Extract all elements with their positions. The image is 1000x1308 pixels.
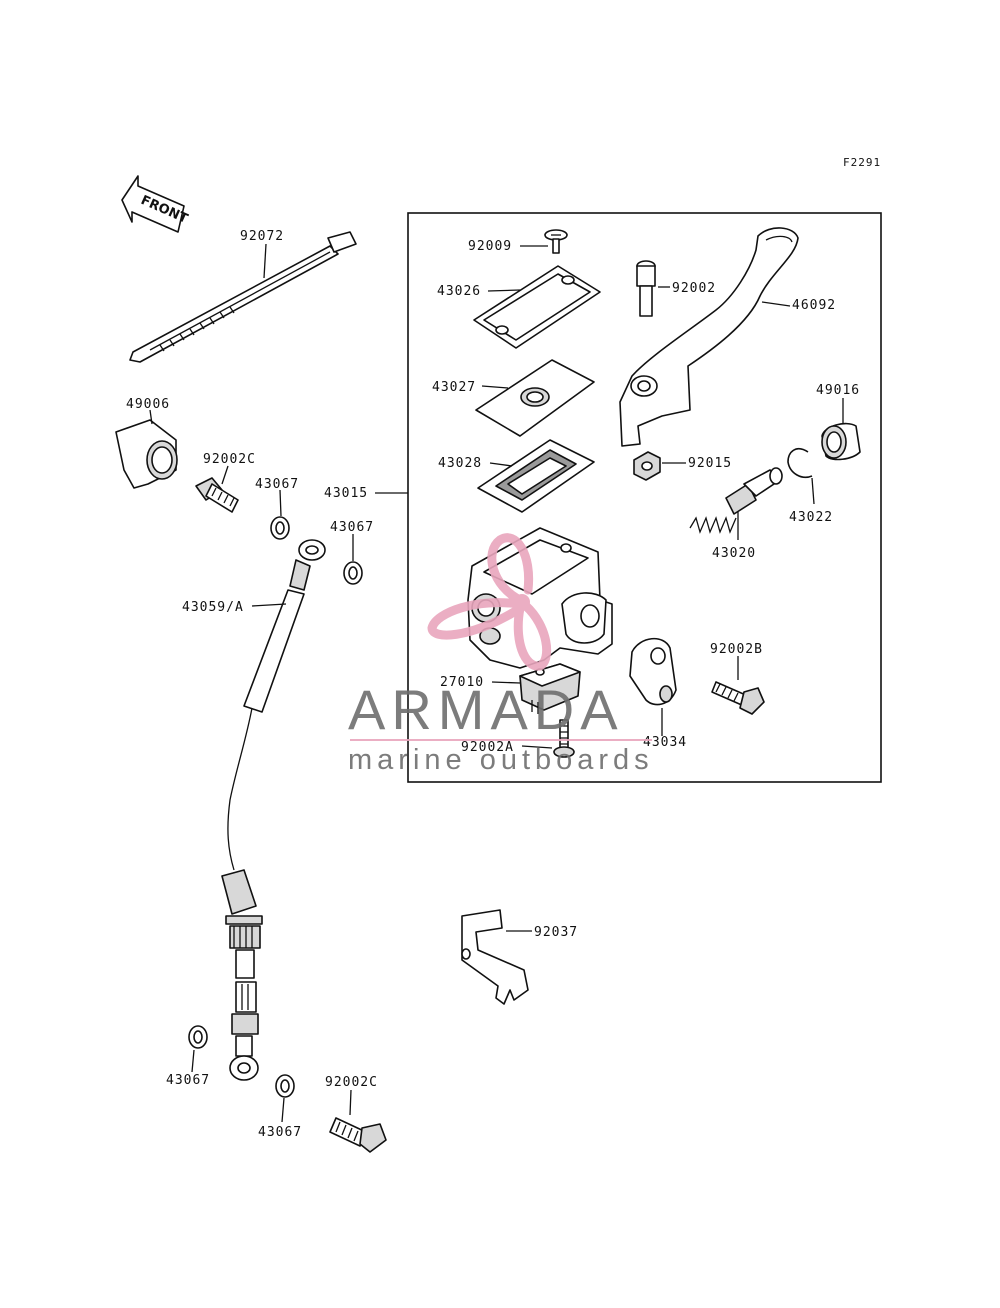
- watermark-tagline: marine outboards: [348, 744, 654, 776]
- screw-92009: 92009: [468, 229, 568, 254]
- label-43067-b: 43067: [330, 520, 374, 535]
- label-92002b: 92002B: [710, 642, 763, 657]
- label-43067-d: 43067: [258, 1125, 302, 1140]
- label-92037: 92037: [534, 925, 578, 940]
- label-43026: 43026: [437, 284, 481, 299]
- clamp-43034: 43034: [629, 637, 687, 750]
- label-92002c-bottom: 92002C: [325, 1075, 378, 1090]
- screw-92002a: 92002A: [461, 719, 575, 758]
- label-43022: 43022: [789, 510, 833, 525]
- label-43027: 43027: [432, 380, 476, 395]
- brake-lever-46092: 46092: [619, 227, 836, 447]
- washer-43067-d: 43067: [258, 1074, 302, 1140]
- label-92002a: 92002A: [461, 740, 514, 755]
- nut-92015: 92015: [633, 451, 732, 481]
- banjo-bolt-92002c-bottom: 92002C: [325, 1075, 387, 1153]
- propeller-logo-icon: [427, 533, 552, 671]
- label-43059a: 43059/A: [182, 600, 244, 615]
- watermark-brand: ARMADA: [348, 678, 624, 741]
- banjo-bolt-92002c-top: 92002C: [195, 452, 256, 513]
- label-43015: 43015: [324, 486, 368, 501]
- front-arrow-icon: FRONT: [121, 175, 190, 233]
- washer-43067-a: 43067: [255, 477, 299, 540]
- boot-49006: 49006: [115, 397, 178, 489]
- washer-43067-b: 43067: [330, 520, 374, 585]
- piston-kit-43020: 43020: [689, 467, 783, 561]
- label-92072: 92072: [240, 229, 284, 244]
- pivot-bolt-92002: 92002: [636, 260, 716, 317]
- clamp-bolt-92002b: 92002B: [710, 642, 765, 715]
- label-92015: 92015: [688, 456, 732, 471]
- cable-tie-92072: 92072: [129, 229, 357, 363]
- dust-boot-49016: 49016: [816, 383, 861, 461]
- diaphragm-plate-43027: 43027: [432, 359, 595, 437]
- label-43020: 43020: [712, 546, 756, 561]
- diagram-ref-code: F2291: [843, 156, 881, 169]
- diaphragm-43028: 43028: [438, 439, 595, 513]
- label-43034: 43034: [643, 735, 687, 750]
- hose-clamp-92037: 92037: [461, 909, 578, 1005]
- label-92002: 92002: [672, 281, 716, 296]
- label-46092: 46092: [792, 298, 836, 313]
- circlip-43022: 43022: [787, 447, 833, 525]
- label-49016: 49016: [816, 383, 860, 398]
- label-49006: 49006: [126, 397, 170, 412]
- label-43028: 43028: [438, 456, 482, 471]
- armada-watermark: ARMADA marine outboards: [348, 533, 654, 776]
- label-43067-a: 43067: [255, 477, 299, 492]
- brake-switch-27010: 27010: [440, 663, 581, 714]
- washer-43067-c: 43067: [166, 1025, 210, 1088]
- label-92002c-top: 92002C: [203, 452, 256, 467]
- label-27010: 27010: [440, 675, 484, 690]
- label-92009: 92009: [468, 239, 512, 254]
- reservoir-cap-43026: 43026: [437, 265, 601, 349]
- brake-hose-43059a: 43059/A: [182, 539, 326, 1081]
- master-cylinder-assembly-box: [407, 212, 882, 783]
- label-43067-c: 43067: [166, 1073, 210, 1088]
